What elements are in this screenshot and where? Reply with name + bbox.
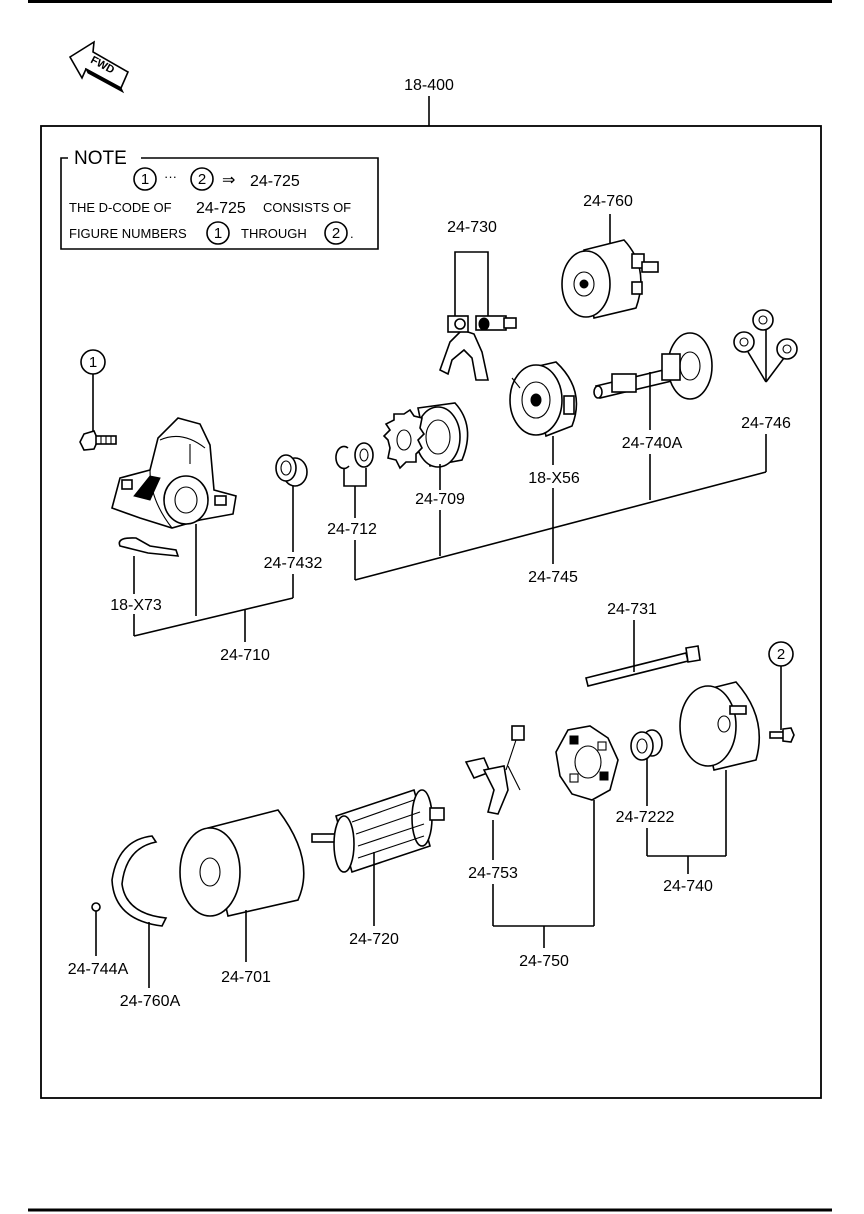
label-24-740A: 24-740A (622, 435, 683, 452)
label-24-712: 24-712 (327, 521, 377, 538)
label-24-730: 24-730 (447, 219, 497, 236)
label-24-745: 24-745 (528, 569, 578, 586)
figure-marker-2-label: 2 (777, 646, 785, 663)
steel-ball-icon (91, 902, 101, 912)
note-line2-prefix: THE D-CODE OF (69, 200, 172, 215)
yoke-icon (179, 809, 305, 917)
note-line2-suffix: CONSISTS OF (263, 200, 351, 215)
label-24-710: 24-710 (220, 647, 270, 664)
screw-right-icon (769, 727, 795, 743)
clutch-pinion-icon (382, 402, 469, 470)
label-24-746: 24-746 (741, 415, 791, 432)
through-bolt-icon (585, 645, 701, 687)
label-24-701: 24-701 (221, 969, 271, 986)
label-24-7432: 24-7432 (264, 555, 323, 572)
note-range-separator: ··· (164, 169, 177, 184)
brush-holder-icon (555, 725, 619, 801)
label-24-720: 24-720 (349, 931, 399, 948)
snap-ring-icon (335, 445, 350, 470)
drive-lever-icon (439, 315, 517, 381)
note-title: NOTE (74, 148, 127, 169)
drive-housing-icon (111, 417, 237, 529)
note-line3-end: . (350, 226, 354, 241)
planet-gears-icon (733, 309, 798, 360)
label-24-709: 24-709 (415, 491, 465, 508)
label-18-X56: 18-X56 (528, 470, 580, 487)
bolt-left-icon (79, 430, 117, 451)
note-box: NOTE 1 ··· 2 ⇒ 24-725 THE D-CODE OF 24-7… (60, 148, 379, 250)
armature-icon (311, 788, 445, 874)
fwd-arrow-icon: FWD (68, 40, 130, 94)
solenoid-icon (561, 239, 659, 319)
label-24-750: 24-750 (519, 953, 569, 970)
label-24-744A: 24-744A (68, 961, 129, 978)
label-18-X73: 18-X73 (110, 597, 162, 614)
stop-collar-icon (354, 442, 374, 468)
center-bracket-icon (509, 361, 578, 438)
label-24-740: 24-740 (663, 878, 713, 895)
brushes-icon (464, 725, 525, 815)
note-line2-code: 24-725 (196, 200, 246, 217)
label-24-753: 24-753 (468, 865, 518, 882)
assembly-frame (40, 125, 822, 1099)
label-24-760A: 24-760A (120, 993, 181, 1010)
note-arrow: ⇒ (222, 172, 235, 189)
end-cover-icon (679, 681, 761, 771)
note-range-code: 24-725 (250, 173, 300, 190)
label-24-731: 24-731 (607, 601, 657, 618)
label-24-7222: 24-7222 (616, 809, 675, 826)
note-line3-num1: 1 (214, 225, 222, 242)
note-range-end: 2 (198, 171, 206, 188)
note-line3-prefix: FIGURE NUMBERS (69, 226, 187, 241)
assembly-label: 18-400 (404, 77, 454, 94)
figure-marker-1-label: 1 (89, 354, 97, 371)
note-line3-num2: 2 (332, 225, 340, 242)
leader-lines (95, 214, 767, 988)
rear-bushing-icon (630, 729, 663, 761)
bushing-icon (275, 454, 308, 487)
clip-ring-icon (118, 537, 180, 557)
label-24-760: 24-760 (583, 193, 633, 210)
planetary-shaft-icon (593, 332, 713, 400)
note-line3-mid: THROUGH (241, 226, 307, 241)
note-range-start: 1 (141, 171, 149, 188)
gasket-ring-icon (111, 835, 168, 927)
